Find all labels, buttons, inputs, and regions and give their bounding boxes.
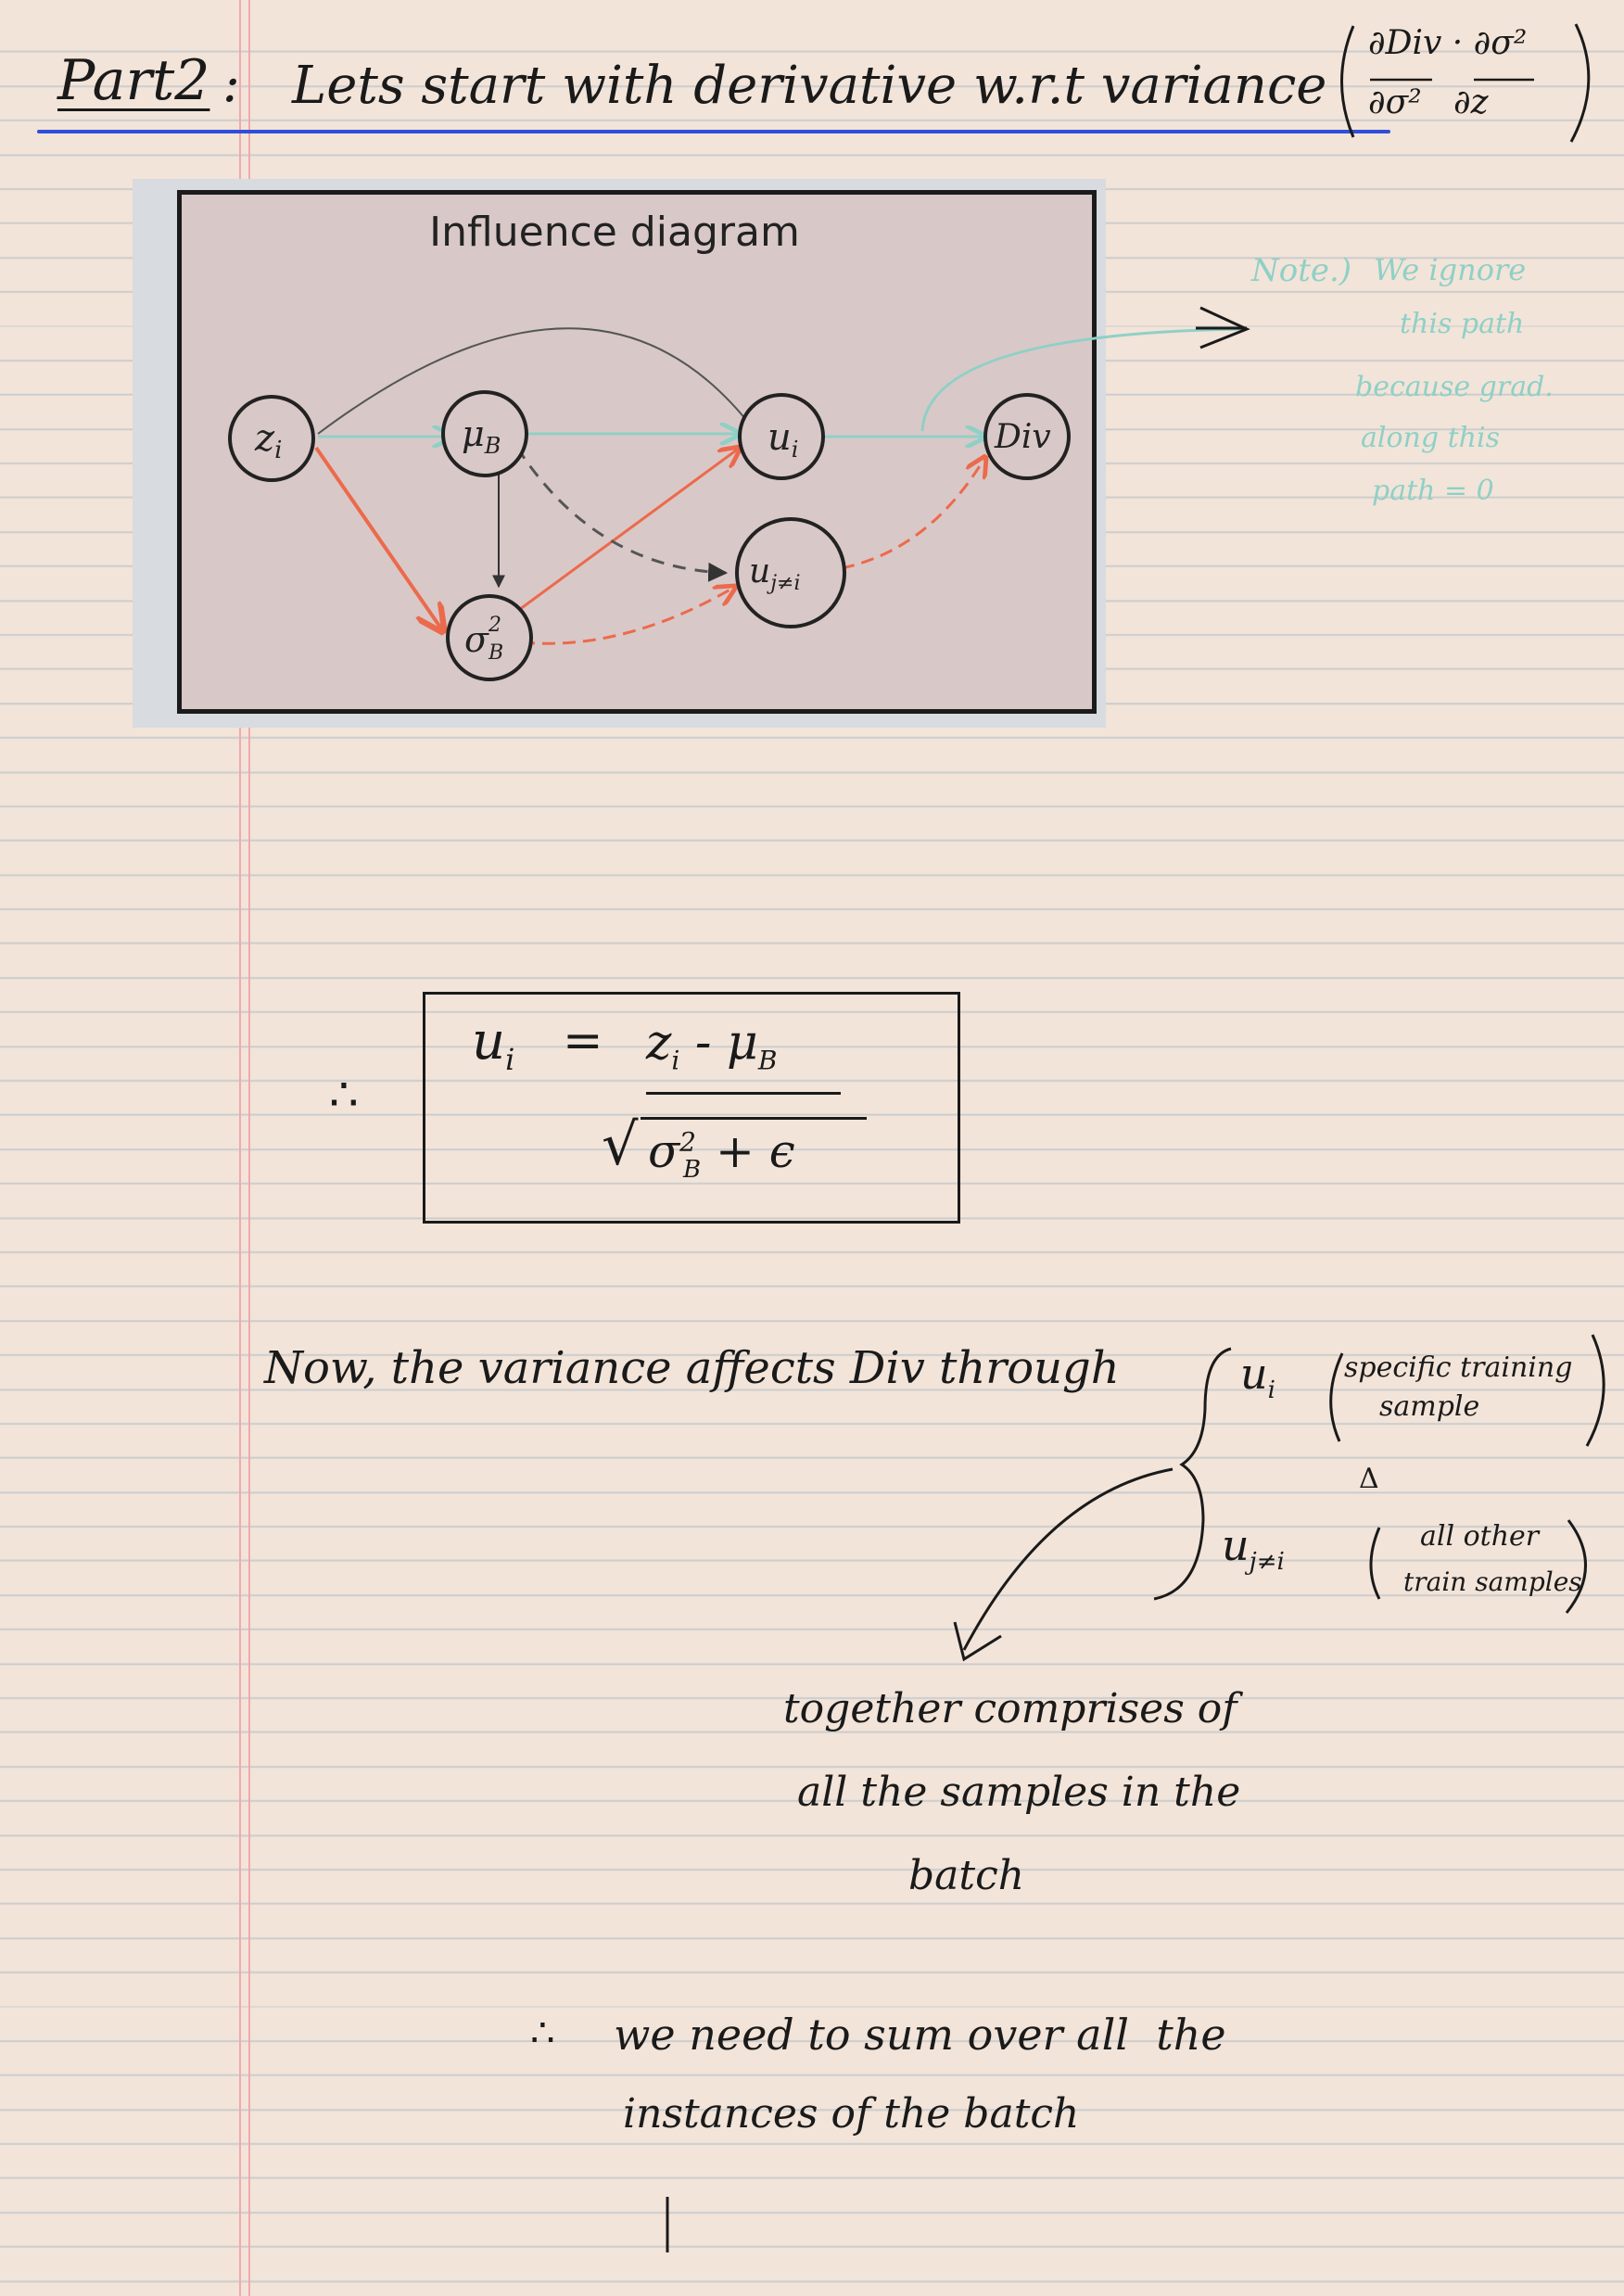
note-line-2: this path [1400, 308, 1525, 340]
formula-therefore: ∴ [329, 1068, 359, 1122]
edge-z-to-sigma [314, 446, 443, 631]
influence-diagram-graph: Influence diagram zi μB ui Div uj≠i σ 2 … [228, 209, 1071, 681]
node-sigma-sup: 2 [488, 614, 501, 637]
formula-box: ui = zi - μB √ σ2B + ϵ [423, 992, 960, 1224]
title-part-label: Part2 [57, 48, 210, 113]
formula-denominator-sup: 2 [679, 1126, 696, 1158]
conclusion-line-1: we need to sum over all the [614, 2010, 1226, 2060]
node-u [738, 393, 825, 480]
branch2-u: u [1222, 1520, 1250, 1570]
together-line-3: batch [908, 1852, 1025, 1899]
title-text: Lets start with derivative w.r.t varianc… [292, 56, 1327, 116]
svg-text:uj≠i: uj≠i [749, 552, 800, 595]
edge-sigma-to-uj-dashed [521, 587, 735, 645]
edge-z-to-u-curve [317, 327, 755, 435]
formula-denominator-sub: B [682, 1156, 702, 1184]
branch1-sub: i [1267, 1376, 1275, 1405]
branch-triangle-mark: Δ [1359, 1463, 1379, 1495]
derivative-parens [1340, 23, 1591, 143]
formula-denominator-rest: + ϵ [715, 1124, 795, 1178]
edge-sigma-to-u [512, 448, 740, 616]
together-line-1: together comprises of [783, 1685, 1237, 1732]
formula-sqrt-sign: √ [602, 1110, 639, 1178]
node-uj [735, 517, 846, 628]
conclusion-therefore: ∴ [530, 2010, 555, 2055]
formula-denominator: σ [648, 1124, 680, 1178]
node-uj-sub: j≠i [766, 572, 800, 595]
node-z-sub: i [274, 437, 282, 464]
edge-uj-to-div-dashed [841, 457, 985, 570]
edge-mu-to-uj-dashed [515, 447, 729, 582]
formula-numerator-rest: - μ [694, 1015, 758, 1071]
node-sigma-sub: B [488, 641, 503, 665]
derivative-numerators: ∂Div · ∂σ² [1368, 24, 1528, 62]
formula-fraction-bar [646, 1092, 841, 1095]
branch2-sub: j≠i [1249, 1548, 1285, 1577]
node-uj-label: u [749, 552, 770, 590]
branch2-note-line-2: train samples [1403, 1567, 1582, 1597]
svg-text:ui: ui [768, 416, 798, 463]
title-colon: : [222, 54, 240, 114]
formula-numerator-rest-sub: B [757, 1045, 778, 1076]
branch2-note-line-1: all other [1420, 1520, 1540, 1553]
node-z-label: z [254, 417, 275, 460]
node-mu [441, 390, 528, 477]
node-mu-label: μ [462, 413, 485, 454]
node-sigma-label: σ [464, 619, 489, 660]
node-u-label: u [768, 416, 792, 459]
margin-line-left [239, 0, 241, 2296]
node-z [228, 395, 315, 482]
diagram-heading: Influence diagram [429, 209, 800, 256]
svg-text:μB: μB [462, 413, 501, 459]
note-line-3: because grad. [1355, 371, 1554, 403]
note-label: Note.) [1251, 252, 1352, 289]
node-div-label: Div [994, 418, 1051, 456]
note-line-4: along this [1361, 422, 1500, 454]
title-underline [37, 130, 1390, 133]
node-sigma [446, 594, 533, 681]
together-line-2: all the samples in the [797, 1769, 1241, 1816]
node-u-sub: i [792, 437, 799, 463]
svg-text:zi: zi [254, 417, 282, 464]
formula-numerator: z [646, 1015, 672, 1071]
explanation-sentence: Now, the variance affects Div through [264, 1342, 1120, 1394]
influence-diagram-frame [177, 190, 1097, 714]
derivative-denominators: ∂σ² ∂z [1368, 83, 1489, 121]
formula-equals: = [563, 1013, 603, 1069]
formula-lhs: u [472, 1011, 506, 1072]
derivative-expression: ∂Div · ∂σ² ∂σ² ∂z [1326, 17, 1604, 146]
formula-numerator-sub: i [671, 1045, 680, 1076]
branch1-note-line-2: sample [1379, 1390, 1480, 1423]
influence-diagram-image: Influence diagram zi μB ui Div uj≠i σ 2 … [133, 179, 1106, 728]
node-mu-sub: B [484, 433, 501, 459]
conclusion-line-2: instances of the batch [623, 2090, 1080, 2137]
formula-sqrt-overline [641, 1117, 867, 1120]
svg-text:σ: σ [464, 619, 489, 660]
branch1-note-line-1: specific training [1344, 1351, 1573, 1384]
note-line-5: path = 0 [1372, 475, 1494, 507]
note-line-1: We ignore [1374, 252, 1527, 287]
branch1-u: u [1240, 1349, 1268, 1399]
margin-line-right [248, 0, 250, 2296]
formula-lhs-sub: i [505, 1042, 515, 1078]
